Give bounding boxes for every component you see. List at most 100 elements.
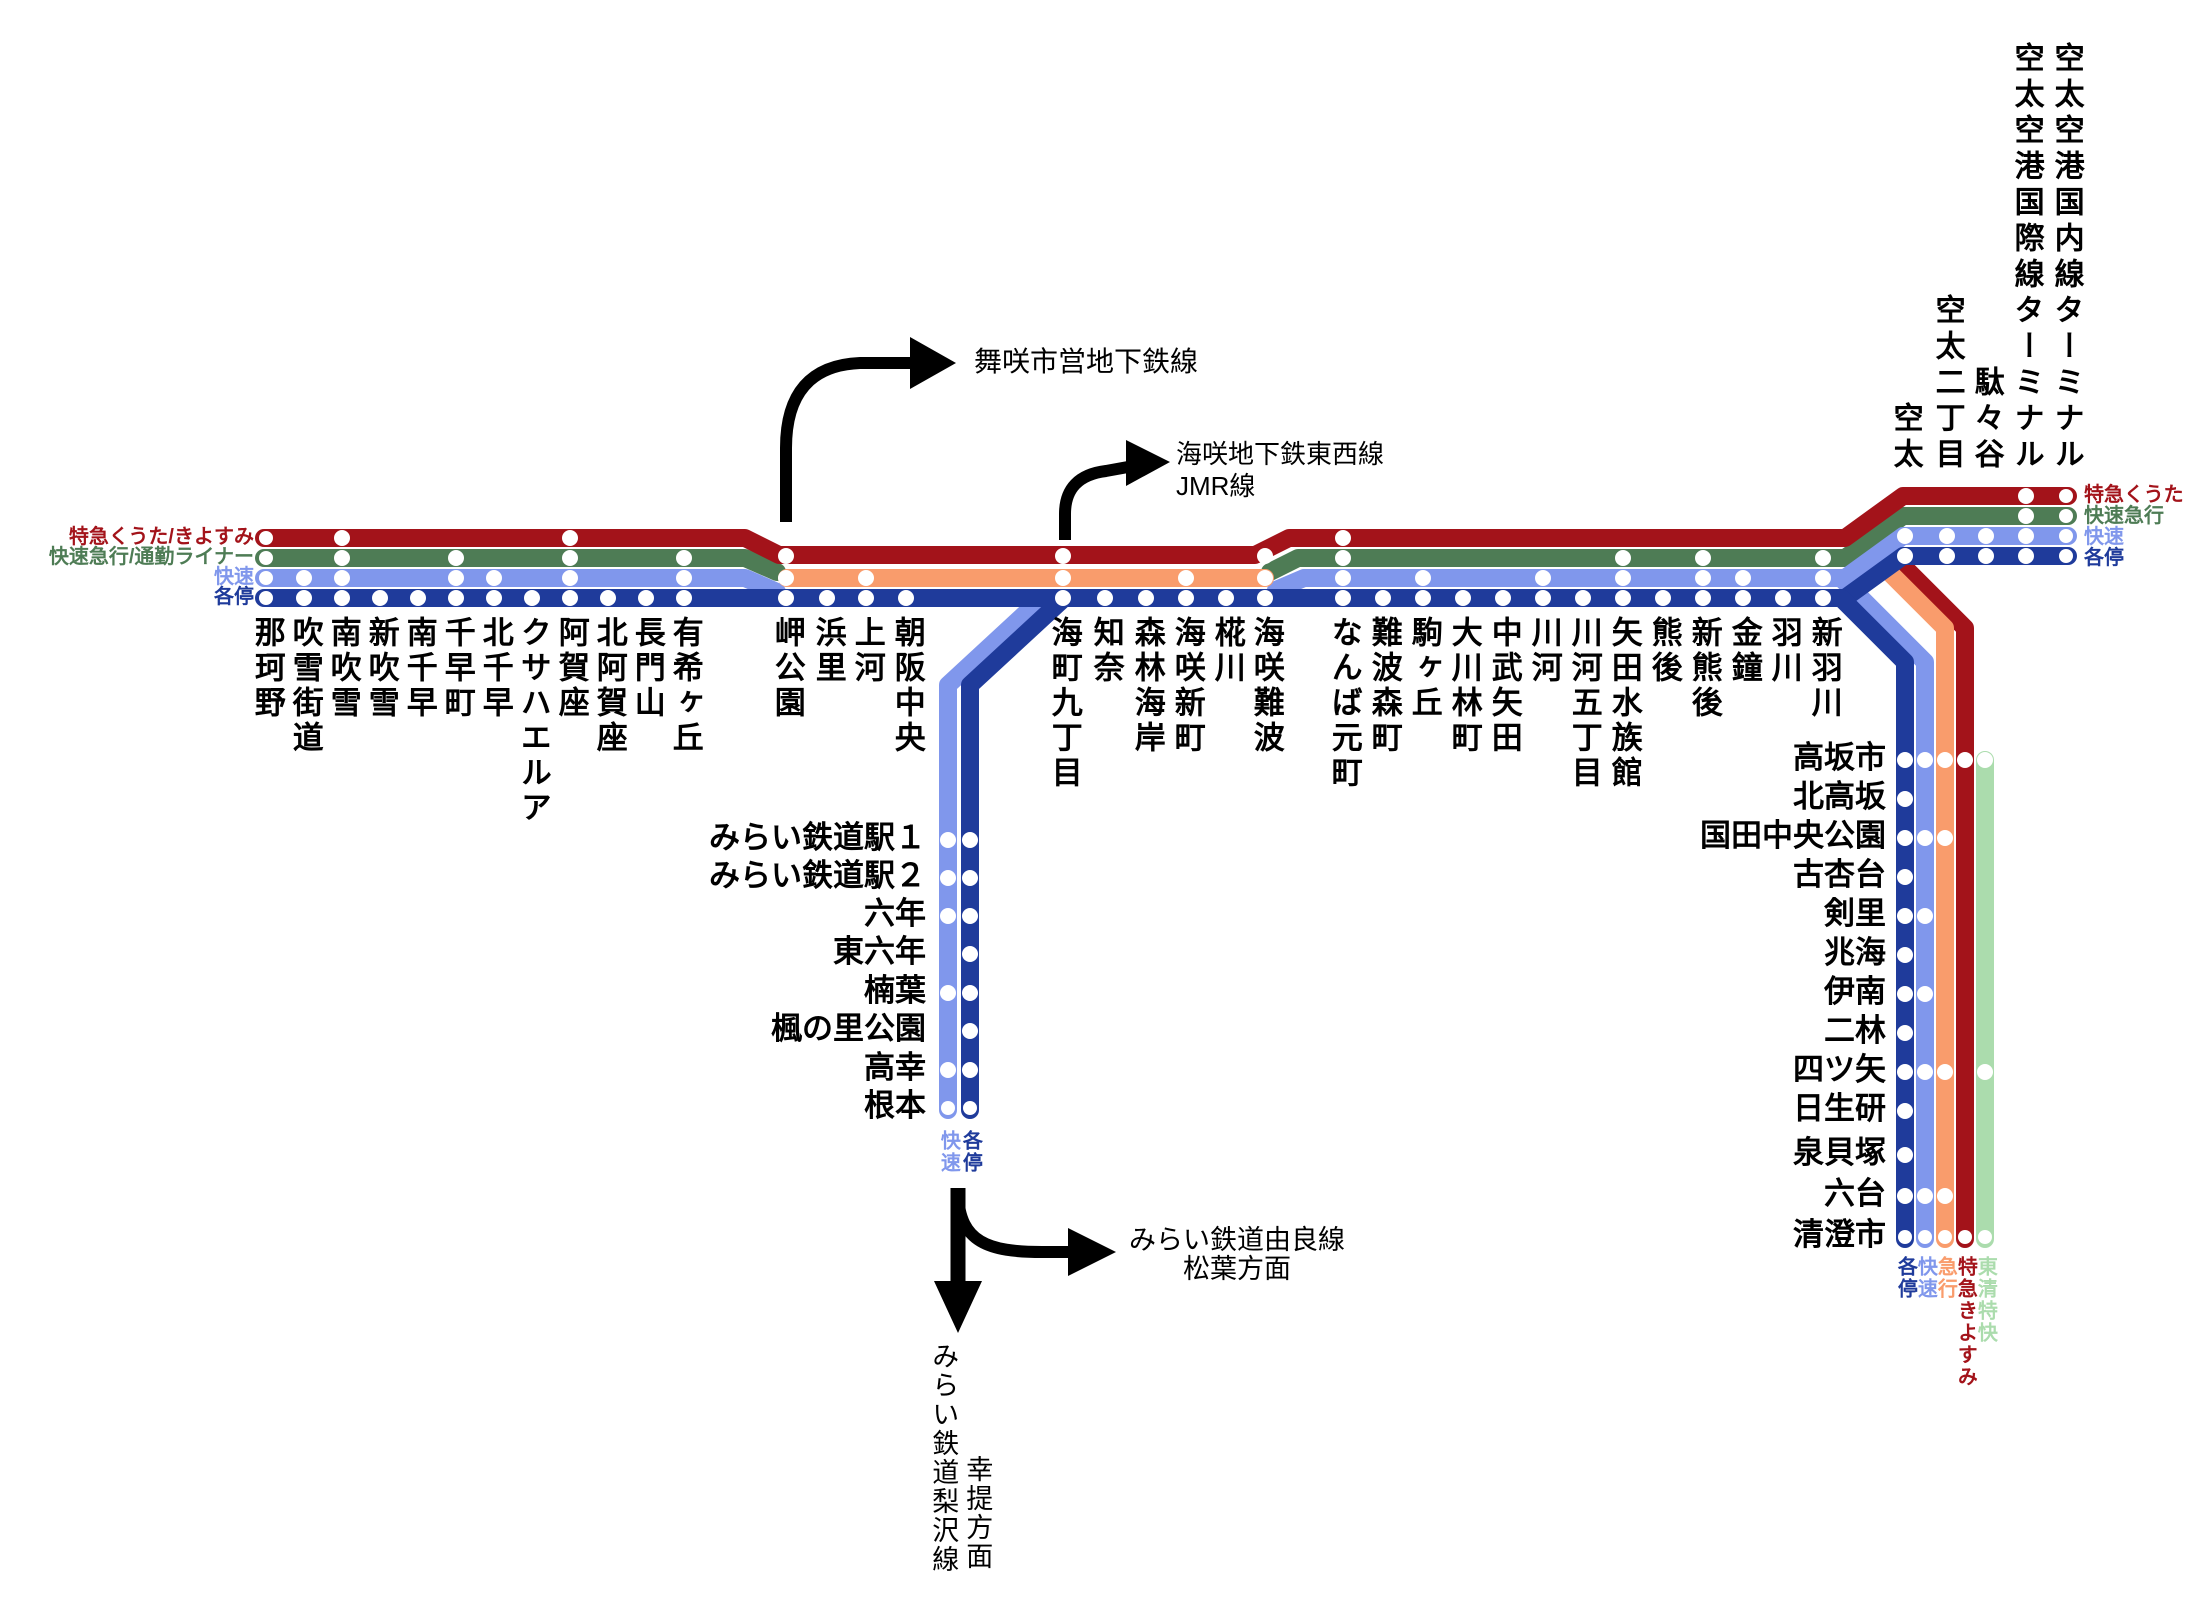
station-marker bbox=[1917, 1064, 1933, 1080]
connection-arrows bbox=[780, 337, 1170, 1333]
station-marker bbox=[858, 590, 874, 606]
station-marker bbox=[962, 946, 978, 962]
station-marker bbox=[562, 570, 578, 586]
station-label: 千早町 bbox=[439, 616, 475, 721]
station-marker bbox=[1897, 947, 1913, 963]
station-marker bbox=[940, 985, 956, 1001]
station-marker bbox=[2059, 529, 2073, 543]
station-label: みらい鉄道駅１ bbox=[709, 820, 926, 855]
legend-left-item: 快速急行/通勤ライナー bbox=[48, 546, 254, 568]
station-marker bbox=[1257, 590, 1273, 606]
station-label: 六年 bbox=[864, 896, 926, 931]
station-label: 兆海 bbox=[1824, 935, 1886, 970]
station-marker bbox=[1937, 1188, 1953, 1204]
station-markers bbox=[259, 488, 2073, 1244]
station-marker bbox=[486, 570, 502, 586]
station-marker bbox=[1815, 590, 1831, 606]
station-marker bbox=[1695, 550, 1711, 566]
station-marker bbox=[962, 908, 978, 924]
station-marker bbox=[1375, 590, 1391, 606]
station-label: 新吹雪 bbox=[363, 616, 399, 721]
station-label: 上河 bbox=[849, 616, 885, 686]
station-marker bbox=[962, 832, 978, 848]
station-marker bbox=[1897, 548, 1913, 564]
legend-kiyosumi-item: 快速 bbox=[1914, 1256, 1937, 1300]
station-marker bbox=[1937, 1064, 1953, 1080]
station-marker bbox=[2018, 548, 2034, 564]
station-marker bbox=[562, 550, 578, 566]
station-marker bbox=[1615, 550, 1631, 566]
legend-left-item: 特急くうた/きよすみ bbox=[68, 526, 254, 548]
station-label: 南吹雪 bbox=[325, 616, 361, 721]
station-label: 四ツ矢 bbox=[1793, 1052, 1886, 1087]
connection-label-yura-line1: みらい鉄道由良線 bbox=[1129, 1225, 1345, 1255]
station-marker bbox=[1917, 830, 1933, 846]
station-marker bbox=[296, 590, 312, 606]
legend-left-item: 各停 bbox=[214, 586, 254, 608]
station-label: 大川林町 bbox=[1446, 616, 1482, 756]
rail-line-rapid bbox=[1832, 569, 1934, 1248]
station-label: 二林 bbox=[1824, 1013, 1886, 1048]
station-marker bbox=[1815, 550, 1831, 566]
station-label: 羽川 bbox=[1766, 616, 1802, 686]
station-label: 阿賀座 bbox=[553, 616, 589, 721]
station-marker bbox=[676, 550, 692, 566]
station-marker bbox=[1978, 548, 1994, 564]
station-marker bbox=[334, 590, 350, 606]
station-label: 南千早 bbox=[401, 616, 437, 721]
station-marker bbox=[1937, 752, 1953, 768]
station-marker bbox=[259, 591, 273, 605]
legend-airport-item: 各停 bbox=[2084, 547, 2124, 569]
rail-line-local bbox=[1832, 589, 1914, 1248]
station-marker bbox=[600, 590, 616, 606]
station-marker bbox=[778, 590, 794, 606]
station-marker bbox=[858, 570, 874, 586]
station-marker bbox=[940, 908, 956, 924]
station-marker bbox=[1978, 1230, 1992, 1244]
station-marker bbox=[1735, 590, 1751, 606]
rail-line-rapid bbox=[255, 569, 786, 601]
station-label: 有希ヶ丘 bbox=[667, 616, 703, 756]
station-marker bbox=[2059, 489, 2073, 503]
connection-label-maisaki-subway: 舞咲市営地下鉄線 bbox=[974, 346, 1199, 377]
station-marker bbox=[1918, 1230, 1932, 1244]
station-label: 浜里 bbox=[810, 616, 846, 686]
station-label: 泉貝塚 bbox=[1793, 1135, 1886, 1170]
station-label: 海町九丁目 bbox=[1046, 616, 1082, 791]
maisaki-subway-arrow-head-icon bbox=[910, 337, 956, 389]
station-label: 知奈 bbox=[1088, 616, 1124, 686]
station-marker bbox=[1898, 1230, 1912, 1244]
station-label: 清澄市 bbox=[1793, 1217, 1886, 1252]
kaisaki-subway-arrow bbox=[1059, 461, 1130, 540]
station-marker bbox=[2018, 508, 2034, 524]
station-label: 剣里 bbox=[1824, 896, 1886, 931]
station-marker bbox=[1917, 1188, 1933, 1204]
station-marker bbox=[2059, 509, 2073, 523]
legend-kiyosumi-item: 特急きよすみ bbox=[1954, 1256, 1977, 1388]
station-marker bbox=[962, 870, 978, 886]
station-marker bbox=[1897, 1064, 1913, 1080]
station-marker bbox=[1575, 590, 1591, 606]
rail-line-rapid bbox=[939, 591, 1049, 1119]
station-marker bbox=[334, 530, 350, 546]
rail-line-rapid_express bbox=[255, 549, 786, 581]
station-marker bbox=[1415, 570, 1431, 586]
station-marker bbox=[1615, 590, 1631, 606]
station-marker bbox=[259, 531, 273, 545]
station-marker bbox=[1257, 548, 1273, 564]
station-marker bbox=[1937, 830, 1953, 846]
station-marker bbox=[1138, 590, 1154, 606]
maisaki-subway-arrow bbox=[780, 357, 912, 522]
station-marker bbox=[1218, 590, 1234, 606]
station-marker bbox=[1977, 752, 1993, 768]
station-marker bbox=[1495, 590, 1511, 606]
station-marker bbox=[334, 570, 350, 586]
station-label: 那珂野 bbox=[249, 616, 285, 721]
station-marker bbox=[1897, 1188, 1913, 1204]
station-label: 楓の里公園 bbox=[771, 1011, 926, 1046]
station-label: 東六年 bbox=[833, 934, 926, 969]
station-marker bbox=[1257, 570, 1273, 586]
station-marker bbox=[1939, 528, 1955, 544]
station-label: 矢田水族館 bbox=[1606, 616, 1642, 791]
station-marker bbox=[1535, 570, 1551, 586]
